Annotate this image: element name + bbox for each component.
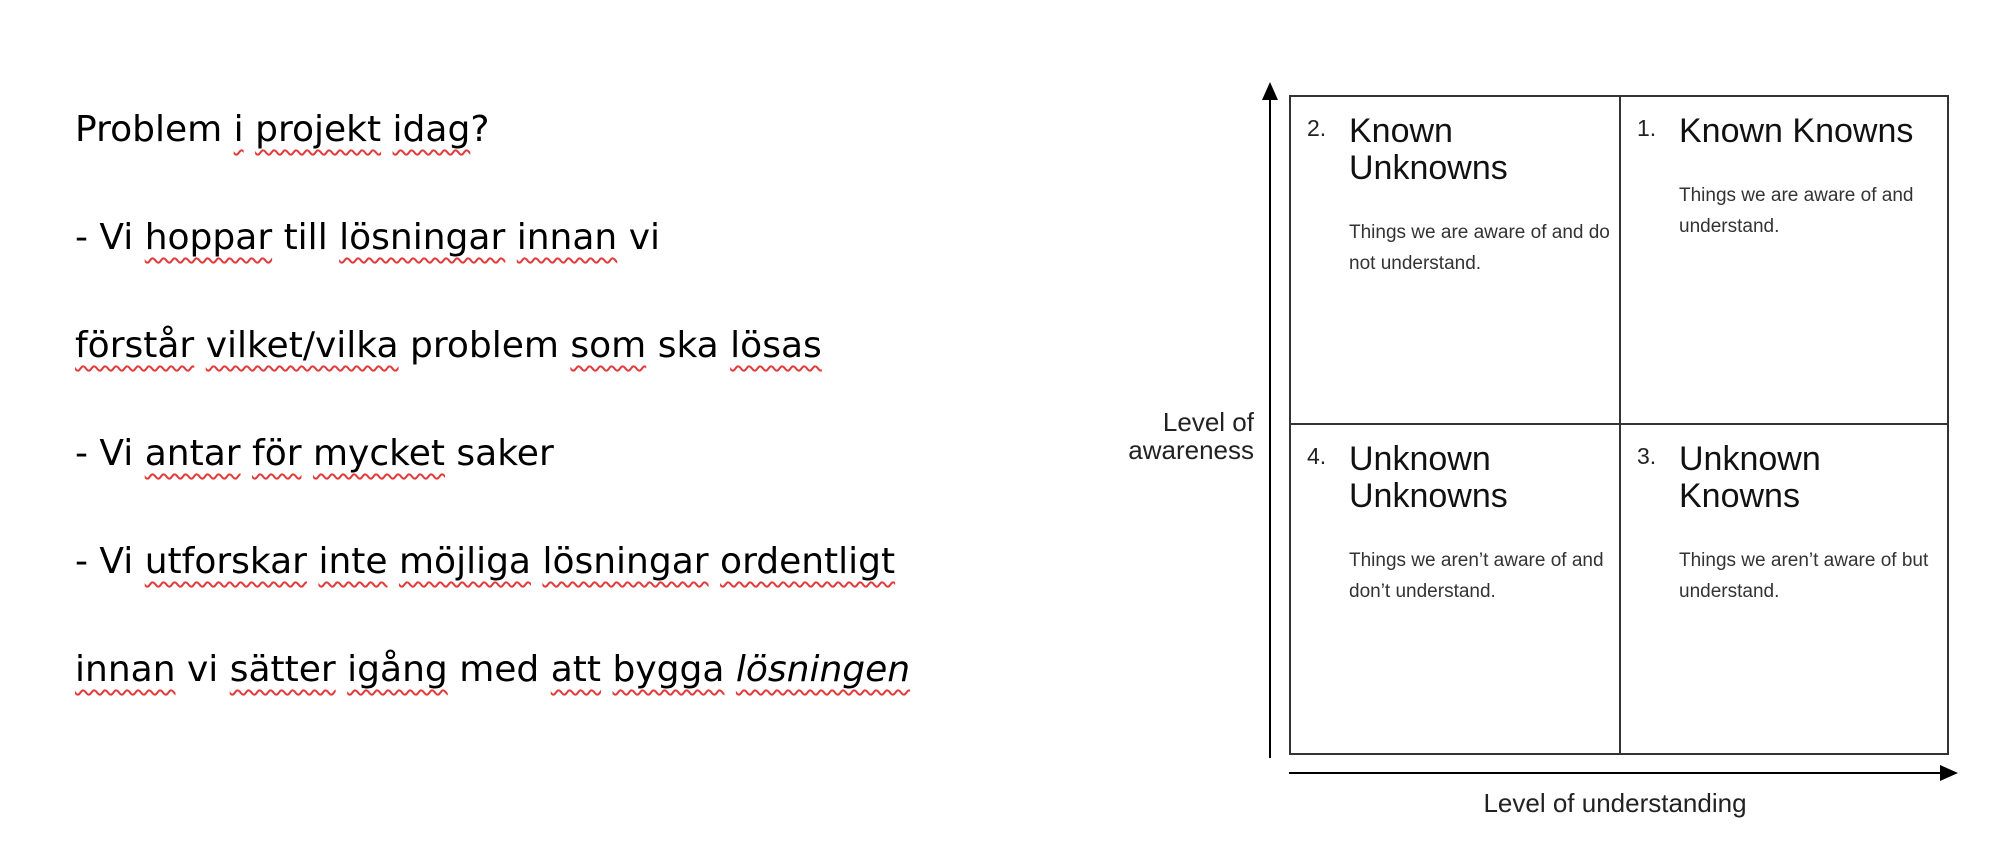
y-axis-arrow-head (1262, 82, 1278, 100)
spellcheck-word: lösningar (339, 217, 506, 258)
spellcheck-word: innan (516, 217, 618, 258)
text-segment (302, 433, 313, 474)
quadrant-title: Known Unknowns (1349, 112, 1508, 187)
slide-text-block: Problem i projekt idag? - Vi hoppar till… (75, 110, 1035, 690)
text-segment (307, 541, 318, 582)
text-line: - Vi antar för mycket saker (75, 434, 1035, 474)
text-segment: Problem (75, 109, 234, 150)
quadrant-title: Unknown Unknowns (1349, 440, 1508, 515)
text-segment: - Vi (75, 217, 145, 258)
spellcheck-word: antar (144, 433, 241, 474)
quadrant-description: Things we are aware of and do not unders… (1349, 222, 1610, 274)
text-segment: saker (444, 433, 554, 474)
y-axis-label: Level of awareness (1128, 407, 1254, 465)
text-segment (388, 541, 399, 582)
quadrant-unknown-unknowns: 4. Unknown Unknowns Things we aren’t awa… (1291, 425, 1621, 753)
quadrant-title: Unknown Knowns (1679, 440, 1821, 515)
quadrant-known-unknowns: 2. Known Unknowns Things we are aware of… (1291, 97, 1621, 425)
spellcheck-word: som (570, 325, 647, 366)
spellcheck-word: igång (347, 649, 448, 690)
text-segment (709, 541, 720, 582)
quadrant-number: 4. (1307, 443, 1327, 469)
text-segment: till (272, 217, 340, 258)
spellcheck-word: idag (392, 109, 471, 150)
text-segment (724, 649, 735, 690)
spellcheck-word: inte (318, 541, 388, 582)
spellcheck-word: utforskar (144, 541, 307, 582)
quadrant-description: Things we aren’t aware of and don’t unde… (1349, 550, 1604, 602)
quadrant-number: 1. (1637, 115, 1657, 141)
knowns-unknowns-diagram: Level of awareness 2. Known Unknowns Thi… (1100, 80, 1980, 840)
spellcheck-word: lösningar (542, 541, 709, 582)
spellcheck-word: för (252, 433, 302, 474)
text-line: förstår vilket/vilka problem som ska lös… (75, 326, 1035, 366)
quadrant-unknown-knowns: 3. Unknown Knowns Things we aren’t aware… (1621, 425, 1949, 753)
quadrant-grid: 2. Known Unknowns Things we are aware of… (1289, 95, 1949, 755)
spellcheck-word: innan (75, 649, 176, 690)
spellcheck-word: mycket (312, 433, 445, 474)
quadrant-number: 3. (1637, 443, 1657, 469)
quadrant-known-knowns: 1. Known Knowns Things we are aware of a… (1621, 97, 1949, 425)
spellcheck-word: förstår (75, 325, 195, 366)
text-segment: - Vi (75, 541, 145, 582)
text-segment: vi (617, 217, 660, 258)
text-line: - Vi utforskar inte möjliga lösningar or… (75, 542, 1035, 582)
text-segment (381, 109, 392, 150)
text-segment (336, 649, 347, 690)
spellcheck-word: att (550, 649, 602, 690)
quadrant-number: 2. (1307, 115, 1327, 141)
spellcheck-word: i (233, 109, 244, 150)
spellcheck-word: hoppar (144, 217, 273, 258)
text-segment (194, 325, 205, 366)
spellcheck-word: lösningen (735, 649, 911, 690)
quadrant-description: Things we aren’t aware of but understand… (1679, 550, 1929, 602)
text-segment: ska (646, 325, 731, 366)
text-segment: ? (470, 109, 490, 150)
y-axis-line (1269, 98, 1271, 758)
text-segment: problem (398, 325, 571, 366)
text-segment (244, 109, 255, 150)
text-segment (601, 649, 612, 690)
spellcheck-word: ordentligt (720, 541, 896, 582)
text-segment: - Vi (75, 433, 145, 474)
spellcheck-word: lösas (730, 325, 822, 366)
spellcheck-word: sätter (229, 649, 336, 690)
text-segment: med (447, 649, 551, 690)
text-segment (241, 433, 252, 474)
x-axis-line (1289, 772, 1941, 774)
quadrant-description: Things we are aware of and understand. (1679, 185, 1914, 237)
spellcheck-word: möjliga (398, 541, 531, 582)
text-line: innan vi sätter igång med att bygga lösn… (75, 650, 1035, 690)
spellcheck-word: vilket/vilka (205, 325, 399, 366)
spellcheck-word: projekt (255, 109, 382, 150)
text-segment: vi (175, 649, 230, 690)
text-segment (505, 217, 516, 258)
text-line: - Vi hoppar till lösningar innan vi (75, 218, 1035, 258)
x-axis-label: Level of understanding (1483, 788, 1747, 818)
text-line: Problem i projekt idag? (75, 110, 1035, 150)
quadrant-title: Known Knowns (1679, 112, 1914, 150)
spellcheck-word: bygga (612, 649, 725, 690)
text-segment (531, 541, 542, 582)
x-axis-arrow-head (1940, 765, 1958, 781)
